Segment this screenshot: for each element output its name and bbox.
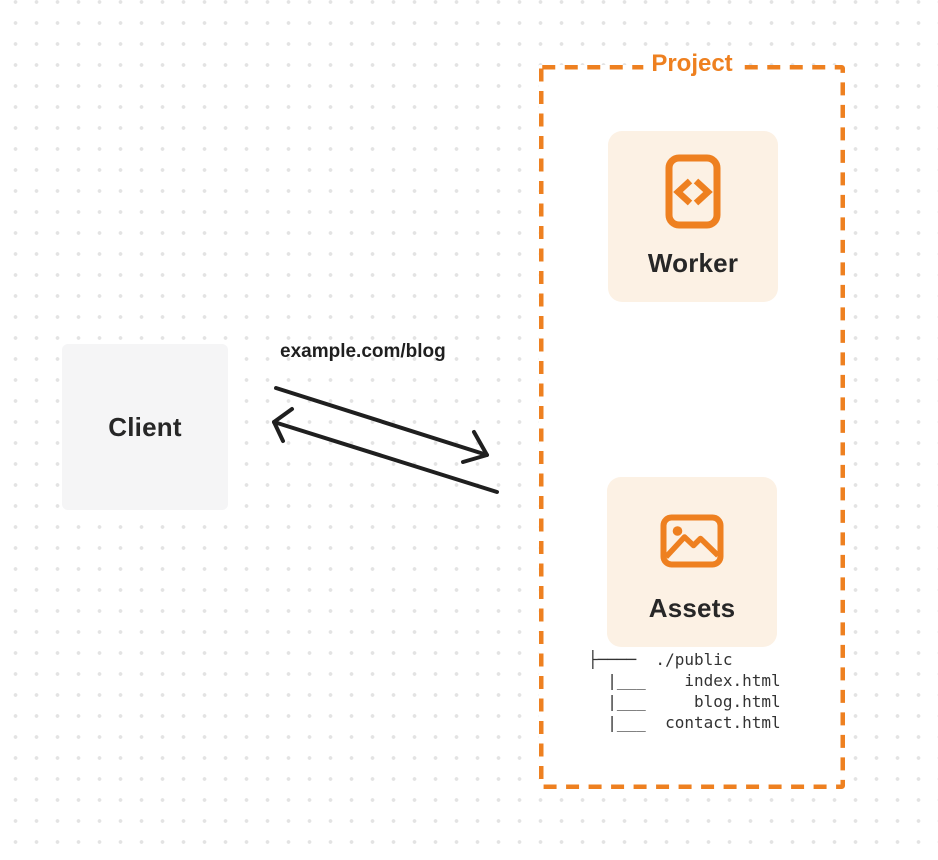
file-tree: ├──── ./public |___ index.html |___ blog… (588, 649, 781, 733)
response-arrow (272, 407, 499, 494)
response-arrow-line (272, 420, 499, 494)
request-arrowhead-icon (461, 430, 489, 464)
worker-label: Worker (647, 248, 739, 278)
request-url-label: example.com/blog (280, 341, 446, 362)
project-container: Project Worker Assets (539, 50, 845, 789)
request-arrow-line (274, 386, 489, 457)
file-tree-line: |___ contact.html (588, 713, 781, 732)
project-dashed-border (539, 65, 845, 789)
code-file-icon (665, 154, 721, 229)
worker-node: Worker (608, 131, 778, 302)
file-tree-line: ├──── ./public (588, 650, 733, 669)
project-title: Project (643, 50, 741, 78)
assets-label: Assets (648, 593, 736, 623)
request-arrow (274, 386, 489, 464)
assets-node: Assets (607, 477, 777, 647)
response-arrowhead-icon (272, 407, 294, 443)
image-icon (660, 514, 724, 568)
client-label: Client (108, 412, 182, 442)
file-tree-line: |___ blog.html (588, 692, 781, 711)
file-tree-line: |___ index.html (588, 671, 781, 690)
client-node: Client (62, 344, 228, 510)
